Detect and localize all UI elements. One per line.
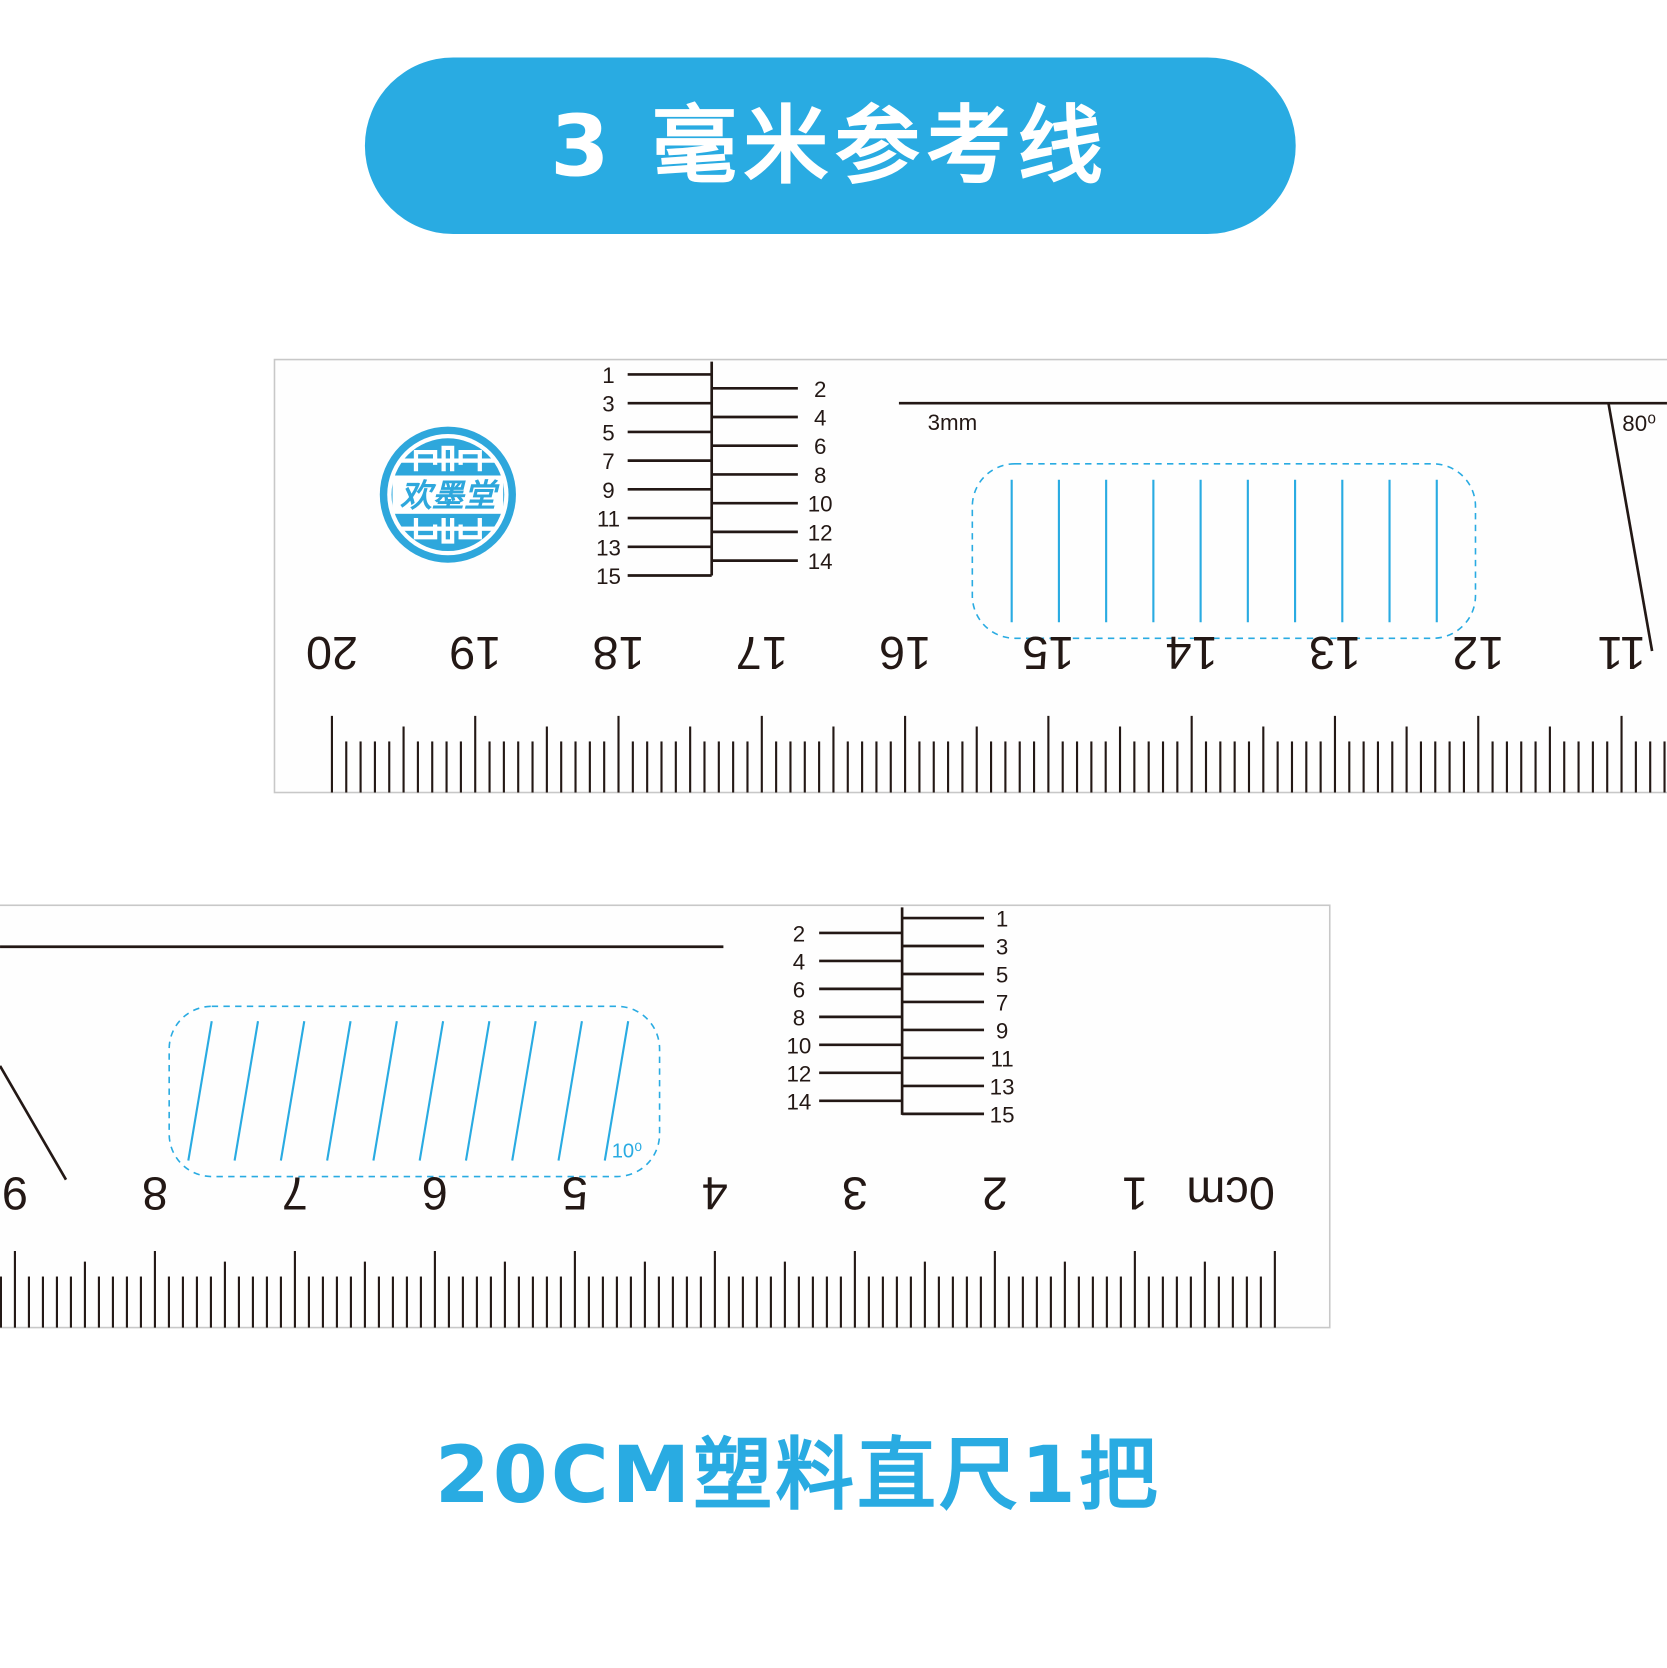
ladder-label: 8: [793, 1005, 805, 1030]
angle-line-80: [1607, 402, 1654, 652]
product-caption: 20CM塑料直尺1把: [435, 1429, 1161, 1521]
ladder-label: 1: [602, 363, 614, 388]
ladder-label: 3: [602, 392, 614, 417]
ladder-label: 2: [814, 377, 826, 402]
cm-label: 7: [282, 1168, 308, 1220]
ladder-label: 14: [808, 549, 833, 574]
ladder-label: 13: [596, 535, 621, 560]
ladder-label: 5: [602, 420, 614, 445]
ladder-label: 12: [787, 1061, 812, 1086]
ladder-label: 9: [602, 478, 614, 503]
guide-line-slanted: [187, 1021, 213, 1161]
ladder-label: 2: [793, 921, 805, 946]
ladder-label: 11: [991, 1046, 1014, 1071]
ladder-label: 7: [996, 990, 1008, 1015]
cm-label: 18: [592, 627, 644, 679]
seal-logo: 欢墨堂: [379, 426, 516, 563]
cm-label: 13: [1309, 627, 1361, 679]
ladder-label: 4: [814, 406, 826, 431]
practice-box-slanted: [168, 1005, 661, 1178]
ladder-label: 10: [787, 1033, 812, 1058]
ladder-label: 7: [602, 449, 614, 474]
cm-label: 1: [1122, 1168, 1148, 1220]
seal-text: 欢墨堂: [400, 476, 500, 514]
cm-label: 6: [422, 1168, 448, 1220]
cm-label: 9: [2, 1168, 28, 1220]
cm-label: 11: [1597, 627, 1646, 679]
ladder-label: 1: [996, 907, 1008, 932]
cm-label: 20: [306, 627, 358, 679]
cm-label: 15: [1022, 627, 1074, 679]
guide-line-slanted: [603, 1021, 630, 1161]
page-title: 3 毫米参考线: [550, 98, 1109, 197]
line-label-3mm: 3mm: [928, 410, 978, 435]
guide-line-slanted: [511, 1021, 537, 1161]
angle-line: [0, 1065, 68, 1181]
cm-label: 14: [1166, 627, 1218, 679]
ladder-label: 9: [996, 1018, 1008, 1043]
guide-line-slanted: [557, 1021, 583, 1161]
ladder-label: 10: [808, 492, 833, 517]
cm-label: 17: [736, 627, 788, 679]
ladder-label: 3: [996, 935, 1008, 960]
ladder-label: 12: [808, 520, 833, 545]
ladder-label: 8: [814, 463, 826, 488]
guide-line-slanted: [279, 1021, 306, 1161]
title-banner: [364, 57, 1296, 235]
cm-label: 8: [142, 1168, 168, 1220]
ladder-label: 6: [793, 977, 805, 1002]
cm-label: 3: [842, 1168, 868, 1220]
guide-line-slanted: [233, 1021, 260, 1161]
angle-label-10: 10⁰: [612, 1140, 643, 1162]
cm-label: 0cm: [1186, 1168, 1274, 1220]
guide-line-slanted: [418, 1021, 445, 1161]
ladder-label: 11: [597, 507, 620, 532]
guide-line-slanted: [372, 1021, 398, 1161]
practice-box-vertical: [971, 463, 1477, 640]
ladder-label: 13: [990, 1074, 1015, 1099]
ladder-label: 14: [787, 1089, 812, 1114]
cm-label: 19: [449, 627, 501, 679]
guide-line-slanted: [326, 1021, 352, 1161]
ladder-label: 4: [793, 949, 805, 974]
cm-label: 16: [879, 627, 931, 679]
cm-label: 12: [1452, 627, 1504, 679]
ladder-label: 15: [596, 564, 621, 589]
cm-label: 5: [562, 1168, 588, 1220]
ladder-label: 15: [990, 1102, 1015, 1127]
cm-label: 2: [982, 1168, 1008, 1220]
ladder-label: 6: [814, 434, 826, 459]
angle-label-80: 80⁰: [1622, 411, 1656, 436]
guide-line-slanted: [464, 1021, 491, 1161]
ladder-label: 5: [996, 963, 1008, 988]
cm-label: 4: [702, 1168, 728, 1220]
